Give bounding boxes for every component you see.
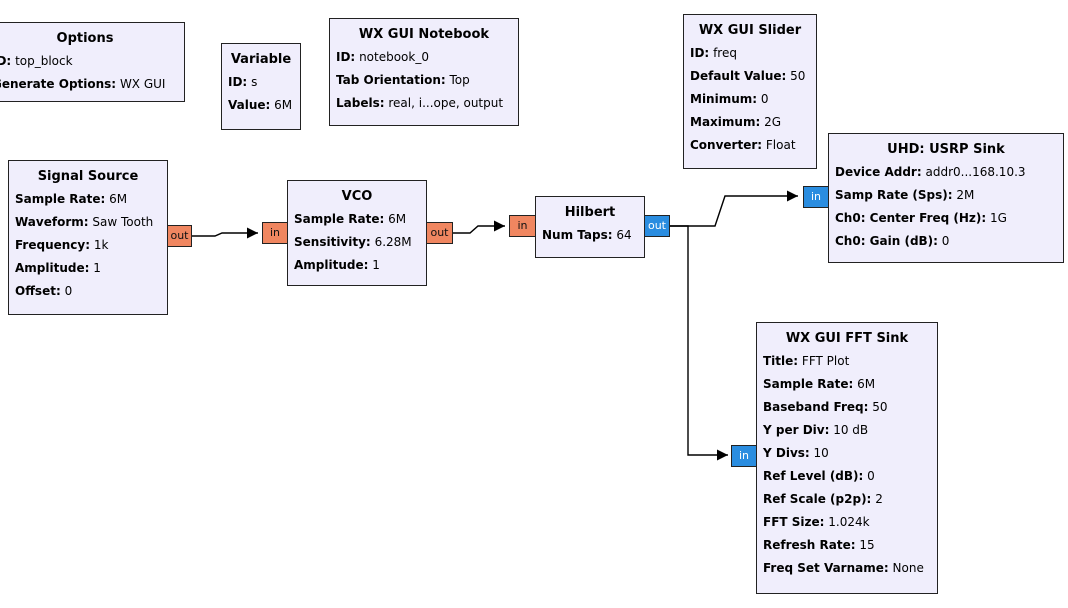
param-row: Waveform: Saw Tooth (15, 215, 154, 229)
param-row: ID: s (228, 75, 258, 89)
fft-sink-in-port[interactable]: in (731, 445, 757, 467)
block-title: Options (56, 31, 114, 46)
param-row: Y per Div: 10 dB (763, 423, 869, 437)
param-row: Ch0: Center Freq (Hz): 1G (835, 211, 1007, 225)
wire-vco-to-hilbert[interactable] (453, 220, 505, 234)
block-title: Variable (230, 52, 292, 67)
param-row: Tab Orientation: Top (336, 73, 470, 87)
param-row: Ch0: Gain (dB): 0 (835, 234, 950, 248)
param-row: Sample Rate: 6M (15, 192, 128, 206)
param-row: Y Divs: 10 (763, 446, 829, 460)
signal-source-block[interactable]: Signal Source Sample Rate: 6M Waveform: … (8, 160, 168, 315)
param-row: FFT Size: 1.024k (763, 515, 870, 529)
param-row: Minimum: 0 (690, 92, 769, 106)
param-row: Maximum: 2G (690, 115, 782, 129)
param-row: Value: 6M (228, 98, 293, 112)
variable-block[interactable]: Variable ID: s Value: 6M (221, 43, 301, 130)
param-row: Samp Rate (Sps): 2M (835, 188, 975, 202)
vco-block[interactable]: VCO Sample Rate: 6M Sensitivity: 6.28M A… (287, 180, 427, 286)
param-row: Offset: 0 (15, 284, 73, 298)
param-row: ID: freq (690, 46, 737, 60)
param-row: Title: FFT Plot (763, 354, 850, 368)
block-title: Signal Source (37, 169, 139, 184)
vco-out-port[interactable]: out (426, 222, 453, 244)
param-row: Labels: real, i...ope, output (336, 96, 504, 110)
param-row: Refresh Rate: 15 (763, 538, 875, 552)
param-row: Sample Rate: 6M (294, 212, 407, 226)
wire-signal-to-vco[interactable] (191, 227, 258, 239)
wire-hilbert-to-usrp[interactable] (670, 190, 798, 227)
wire-hilbert-to-fft[interactable] (670, 225, 728, 461)
notebook-block[interactable]: WX GUI Notebook ID: notebook_0 Tab Orien… (329, 18, 519, 126)
param-row: Generate Options: WX GUI (0, 77, 166, 91)
block-title: UHD: USRP Sink (887, 142, 1005, 157)
hilbert-in-port[interactable]: in (509, 215, 536, 237)
usrp-sink-in-port[interactable]: in (803, 186, 829, 208)
param-row: Sensitivity: 6.28M (294, 235, 412, 249)
fft-sink-block[interactable]: WX GUI FFT Sink Title: FFT Plot Sample R… (756, 322, 938, 594)
block-title: VCO (341, 189, 373, 204)
block-title: WX GUI Notebook (358, 27, 490, 42)
block-title: Hilbert (564, 205, 616, 220)
param-row: Baseband Freq: 50 (763, 400, 888, 414)
hilbert-block[interactable]: Hilbert Num Taps: 64 (535, 196, 645, 258)
param-row: Amplitude: 1 (15, 261, 101, 275)
param-row: Default Value: 50 (690, 69, 806, 83)
vco-in-port[interactable]: in (262, 222, 288, 244)
param-row: Ref Level (dB): 0 (763, 469, 875, 483)
param-row: Amplitude: 1 (294, 258, 380, 272)
signal-source-out-port[interactable]: out (167, 225, 192, 247)
slider-block[interactable]: WX GUI Slider ID: freq Default Value: 50… (683, 14, 817, 169)
param-row: ID: notebook_0 (336, 50, 429, 64)
param-row: Frequency: 1k (15, 238, 109, 252)
param-row: Converter: Float (690, 138, 796, 152)
usrp-sink-block[interactable]: UHD: USRP Sink Device Addr: addr0...168.… (828, 133, 1064, 263)
block-title: WX GUI FFT Sink (785, 331, 909, 346)
param-row: Num Taps: 64 (542, 228, 632, 242)
param-row: ID: top_block (0, 54, 73, 68)
param-row: Device Addr: addr0...168.10.3 (835, 165, 1026, 179)
param-row: Ref Scale (p2p): 2 (763, 492, 883, 506)
options-block[interactable]: Options ID: top_block Generate Options: … (0, 22, 185, 102)
hilbert-out-port[interactable]: out (644, 215, 670, 237)
param-row: Freq Set Varname: None (763, 561, 924, 575)
param-row: Sample Rate: 6M (763, 377, 876, 391)
block-title: WX GUI Slider (698, 23, 802, 38)
